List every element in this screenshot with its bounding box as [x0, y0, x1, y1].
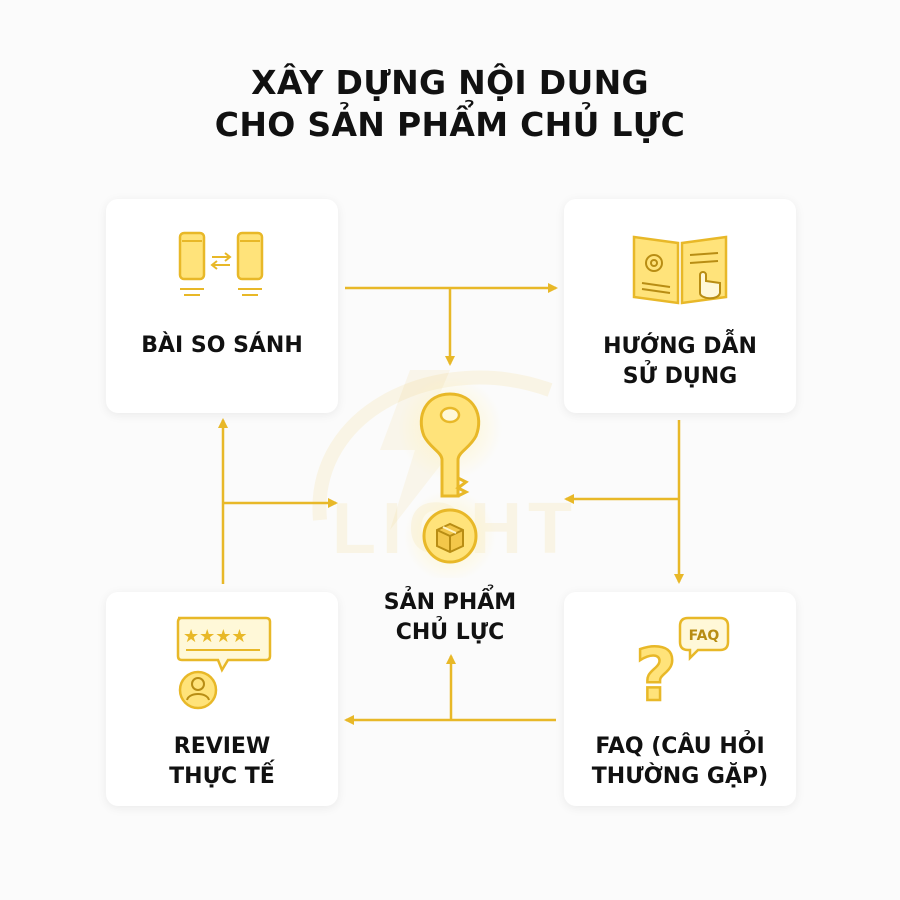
svg-text:?: ?	[635, 633, 677, 712]
svg-text:★★★★: ★★★★	[183, 626, 248, 647]
card-faq-label-2: THƯỜNG GẶP)	[591, 764, 769, 789]
card-review: ★★★★ REVIEW THỰC TẾ	[106, 592, 338, 806]
center-label-line-1: SẢN PHẨM	[383, 590, 517, 615]
manual-book-icon	[632, 235, 728, 305]
key-with-box-icon	[398, 378, 502, 578]
faq-bubble-text: FAQ	[689, 628, 720, 644]
card-faq: FAQ ? FAQ (CÂU HỎI THƯỜNG GẶP)	[564, 592, 796, 806]
phone-compare-icon	[178, 231, 264, 296]
center-label-line-2: CHỦ LỰC	[395, 620, 505, 645]
card-guide-label-1: HƯỚNG DẪN	[603, 334, 757, 359]
card-guide: HƯỚNG DẪN SỬ DỤNG	[564, 199, 796, 413]
faq-question-icon: FAQ ?	[634, 616, 730, 712]
card-review-label-2: THỰC TẾ	[169, 764, 275, 789]
title-line-2: CHO SẢN PHẨM CHỦ LỰC	[214, 105, 686, 144]
title-line-1: XÂY DỰNG NỘI DUNG	[251, 63, 649, 102]
review-stars-icon: ★★★★	[176, 616, 272, 710]
card-review-label-1: REVIEW	[173, 734, 271, 759]
card-comparison: BÀI SO SÁNH	[106, 199, 338, 413]
card-comparison-label: BÀI SO SÁNH	[141, 333, 303, 358]
card-faq-label-1: FAQ (CÂU HỎI	[595, 734, 765, 759]
card-guide-label-2: SỬ DỤNG	[622, 364, 738, 389]
diagram-title: XÂY DỰNG NỘI DUNG CHO SẢN PHẨM CHỦ LỰC	[0, 62, 900, 146]
center-label: SẢN PHẨM CHỦ LỰC	[330, 588, 570, 648]
